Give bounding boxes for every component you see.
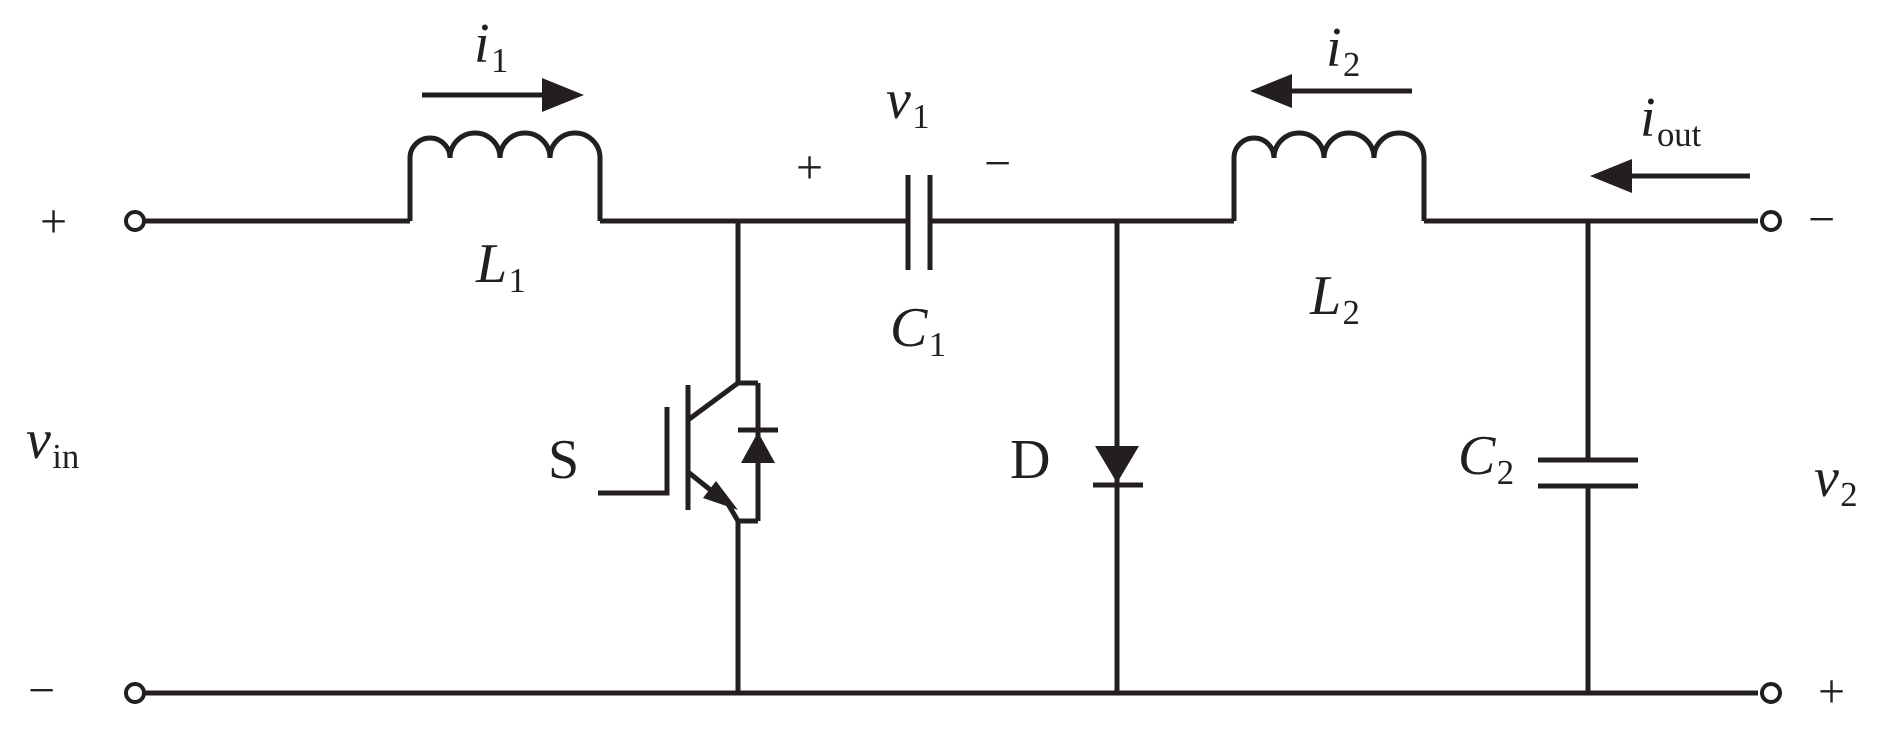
input-plus-sign: + bbox=[40, 195, 68, 248]
igbt-collector bbox=[686, 380, 758, 423]
inductor-l1 bbox=[407, 130, 603, 221]
terminal-input-bottom bbox=[124, 682, 146, 704]
terminal-input-top bbox=[124, 210, 146, 232]
label-l1: L1 bbox=[476, 233, 526, 301]
label-v1: v1 bbox=[886, 69, 930, 137]
terminal-output-bottom bbox=[1760, 682, 1782, 704]
label-diode-d: D bbox=[1010, 429, 1051, 491]
igbt-emitter-arrow bbox=[703, 481, 738, 510]
igbt-gate bbox=[598, 407, 670, 496]
label-c1: C1 bbox=[890, 297, 947, 365]
label-i1: i1 bbox=[474, 13, 509, 81]
c1-minus-sign: − bbox=[984, 137, 1012, 190]
c1-plus-sign: + bbox=[796, 141, 824, 194]
label-l2: L2 bbox=[1310, 265, 1360, 333]
output-plus-sign: + bbox=[1818, 665, 1846, 718]
input-minus-sign: − bbox=[28, 664, 56, 717]
label-switch-s: S bbox=[548, 429, 580, 491]
arrow-i2-head bbox=[1250, 74, 1292, 108]
igbt-emitter-wire bbox=[725, 502, 758, 524]
label-i2: i2 bbox=[1326, 17, 1361, 85]
label-vin: vin bbox=[26, 409, 80, 477]
arrow-iout-head bbox=[1590, 159, 1632, 193]
arrow-i1-head bbox=[542, 78, 584, 112]
label-iout: iout bbox=[1640, 87, 1702, 155]
antiparallel-diode-triangle bbox=[741, 432, 775, 463]
label-v2: v2 bbox=[1814, 447, 1858, 515]
label-c2: C2 bbox=[1458, 425, 1515, 493]
diode-d-triangle bbox=[1095, 446, 1139, 483]
output-minus-sign: − bbox=[1808, 193, 1836, 246]
inductor-l2 bbox=[1231, 130, 1427, 221]
terminal-output-top bbox=[1760, 210, 1782, 232]
